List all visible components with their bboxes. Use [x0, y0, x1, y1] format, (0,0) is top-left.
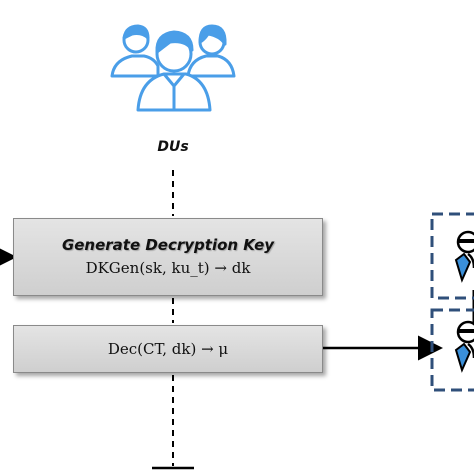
keygen-step-title: Generate Decryption Key — [61, 236, 275, 254]
dashed-frame-bottom — [430, 308, 474, 392]
actor-label: DUs — [157, 139, 189, 155]
decrypt-step-box: Dec(CT, dk) → μ — [13, 325, 323, 373]
user-group-icon — [110, 24, 236, 112]
dashed-frame-top — [430, 212, 474, 300]
decrypt-formula: Dec(CT, dk) → μ — [107, 340, 229, 358]
keygen-formula: DKGen(sk, ku_t) → dk — [85, 259, 251, 277]
attacker-icon — [454, 230, 474, 283]
keygen-step-box: Generate Decryption Key DKGen(sk, ku_t) … — [13, 218, 323, 296]
attacker-icon — [454, 320, 474, 373]
